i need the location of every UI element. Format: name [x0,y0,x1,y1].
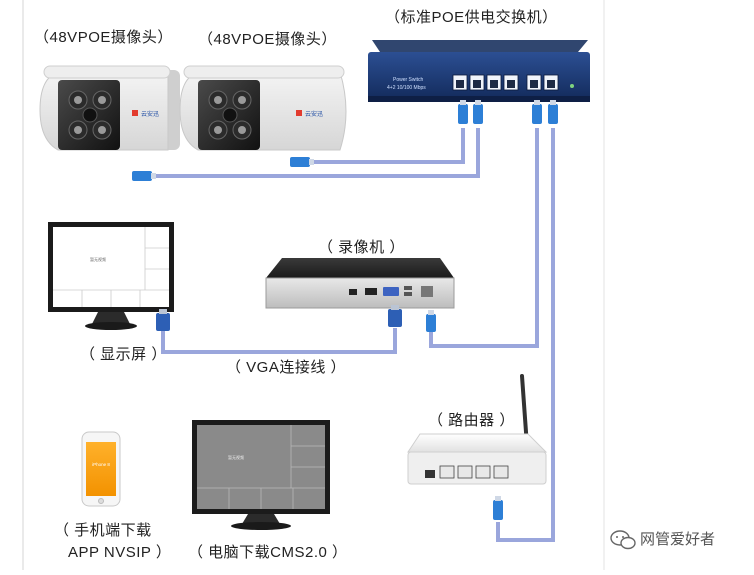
cables [140,128,555,542]
phone-screen-text: iPhone 8 [92,462,110,467]
pc-screen-cell: 暂无视频 [228,454,244,460]
camera-left-plug [132,171,156,181]
watermark-text: 网管爱好者 [640,531,716,548]
label-phone-line2: APP NVSIP ） [68,544,172,561]
router-rj45-plug [493,496,503,520]
camera-right-plug [290,157,314,167]
monitor-screen-cell: 暂无视频 [90,256,106,262]
label-phone-line1: （ 手机端下载 [54,522,152,539]
cable-vga [161,328,397,354]
cable-switch-router [496,128,555,542]
cable-camera2-switch [300,128,465,164]
poe-switch: Power Switch 4+2 10/100 Mbps [368,40,590,102]
label-camera-right: （48VPOE摄像头） [198,31,337,48]
camera-left-brand: 云安迅 [141,110,159,118]
label-monitor: （ 显示屏 ） [80,346,167,363]
camera-right: 云安迅 [179,65,347,151]
label-vga: （ VGA连接线 ） [226,359,347,376]
cable-camera1-switch [140,128,480,178]
camera-right-brand: 云安迅 [305,110,323,118]
switch-model-text: 4+2 10/100 Mbps [387,85,426,91]
label-router: （ 路由器 ） [428,412,515,429]
switch-brand-text: Power Switch [393,77,424,83]
pc-monitor: 暂无视频 [192,420,330,530]
wechat-icon [610,530,636,550]
switch-power-led [570,84,574,88]
label-camera-left: （48VPOE摄像头） [34,29,173,46]
phone: iPhone 8 [81,431,121,507]
label-poe-switch: （标准POE供电交换机） [385,9,558,26]
nvr [265,258,455,309]
monitor: 暂无视频 [48,222,174,330]
label-nvr: （ 录像机 ） [318,239,405,256]
vga-plug-nvr [388,305,402,327]
router [407,374,548,485]
nvr-rj45-plug [426,310,436,332]
switch-plugs [458,100,558,124]
vga-plug-monitor [156,309,170,331]
cable-switch-nvr [429,128,539,348]
label-pc: （ 电脑下载CMS2.0 ） [188,544,348,561]
camera-left: 云安迅 [39,65,180,151]
